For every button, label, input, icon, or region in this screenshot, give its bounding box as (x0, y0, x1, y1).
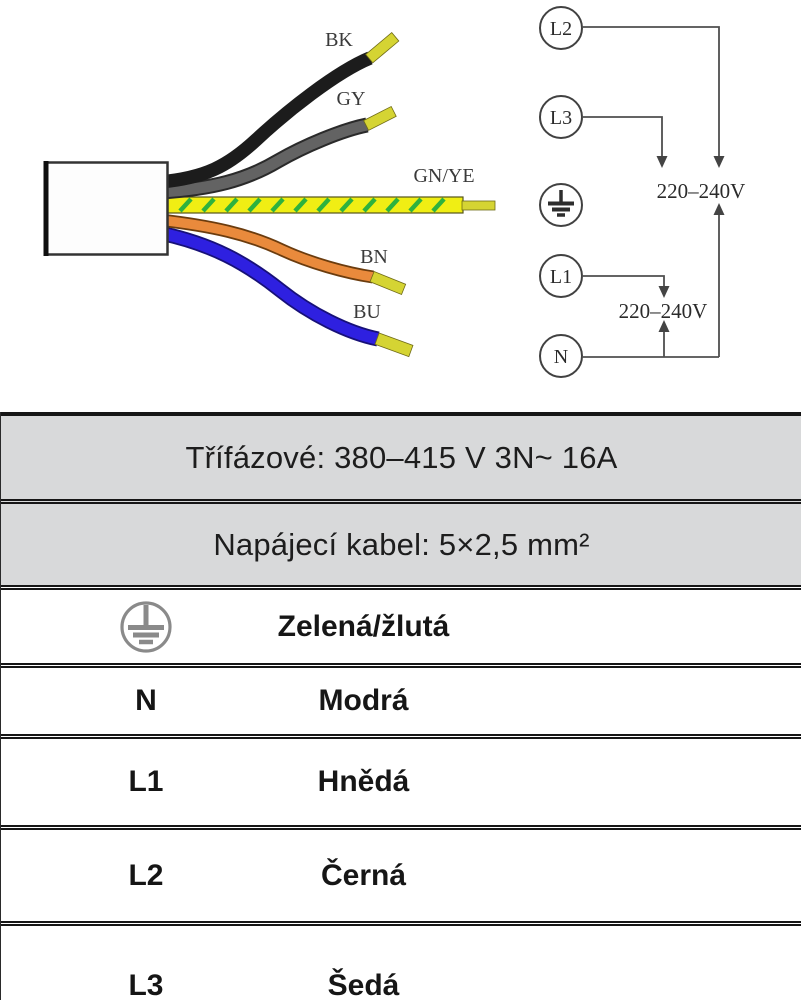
wire-color-cell: Černá (320, 858, 407, 892)
table-row-ground: Zelená/žlutá (1, 585, 801, 663)
table-row-l2: L2 Černá (1, 825, 801, 921)
terminal-n (539, 334, 583, 378)
arrow-up-icon (713, 203, 725, 215)
cable-jacket-box (44, 161, 169, 256)
voltage-label-l1-n: 220–240V (619, 299, 708, 323)
line-l3 (582, 116, 663, 158)
wire-bu-tip (374, 332, 414, 358)
arrow-down-icon (658, 286, 670, 298)
terminal-cell (1, 599, 291, 655)
terminal-label-n: N (554, 346, 568, 368)
wire-gnye-tip (461, 200, 496, 211)
wire-gy-tip (363, 105, 397, 131)
arrow-down-icon (656, 156, 668, 168)
table-row-cable: Napájecí kabel: 5×2,5 mm² (1, 499, 801, 585)
arrow-down-icon (713, 156, 725, 168)
wire-label-bu: BU (353, 301, 381, 323)
cable-spec-text: Napájecí kabel: 5×2,5 mm² (213, 526, 590, 562)
wire-bk (159, 51, 373, 189)
gnye-stripes (178, 197, 446, 213)
earth-ground-icon (120, 600, 172, 653)
terminal-cell: L1 (128, 765, 164, 798)
voltage-annotation-arrows (656, 156, 725, 332)
terminal-label-l3: L3 (550, 107, 572, 129)
wire-color-cell: Modrá (318, 684, 409, 717)
table-row-n: N Modrá (1, 663, 801, 734)
wire-label-gy: GY (337, 88, 366, 110)
wire-label-bk: BK (325, 29, 353, 51)
wire-bn (159, 215, 374, 282)
earth-ground-icon (548, 190, 574, 217)
terminal-cell: N (135, 684, 157, 717)
line-l1 (582, 275, 665, 288)
wire-color-cell: Zelená/žlutá (277, 609, 450, 643)
table-row-l3: L3 Šedá (1, 921, 801, 1000)
wire-label-bn: BN (360, 246, 388, 268)
terminal-label-l1: L1 (550, 266, 572, 288)
wiring-diagram: BK GY GN/YE BN BU L2 L3 L1 N (43, 6, 746, 378)
connection-table: Třífázové: 380–415 V 3N~ 16A Napájecí ka… (0, 412, 801, 1000)
wire-gy (159, 119, 369, 198)
voltage-annotation-lines (582, 26, 720, 358)
voltage-label-l2-l3: 220–240V (657, 179, 746, 203)
wire-bn-tip (369, 271, 407, 295)
terminal-label-l2: L2 (550, 18, 572, 40)
wire-bu (158, 227, 380, 345)
phase-spec-text: Třífázové: 380–415 V 3N~ 16A (185, 439, 618, 475)
line-l2 (582, 26, 720, 158)
wire-label-gnye: GN/YE (413, 165, 474, 187)
table-row-phase: Třífázové: 380–415 V 3N~ 16A (1, 412, 801, 499)
wire-bk-tip (365, 32, 400, 64)
table-row-l1: L1 Hnědá (1, 734, 801, 825)
arrow-up-icon (658, 320, 670, 332)
terminal-l2 (539, 6, 583, 50)
terminals (539, 6, 583, 378)
terminal-cell: L2 (128, 858, 164, 892)
terminal-cell: L3 (128, 968, 164, 1000)
wire-color-cell: Šedá (327, 968, 400, 1000)
wire-color-cell: Hnědá (317, 765, 410, 798)
